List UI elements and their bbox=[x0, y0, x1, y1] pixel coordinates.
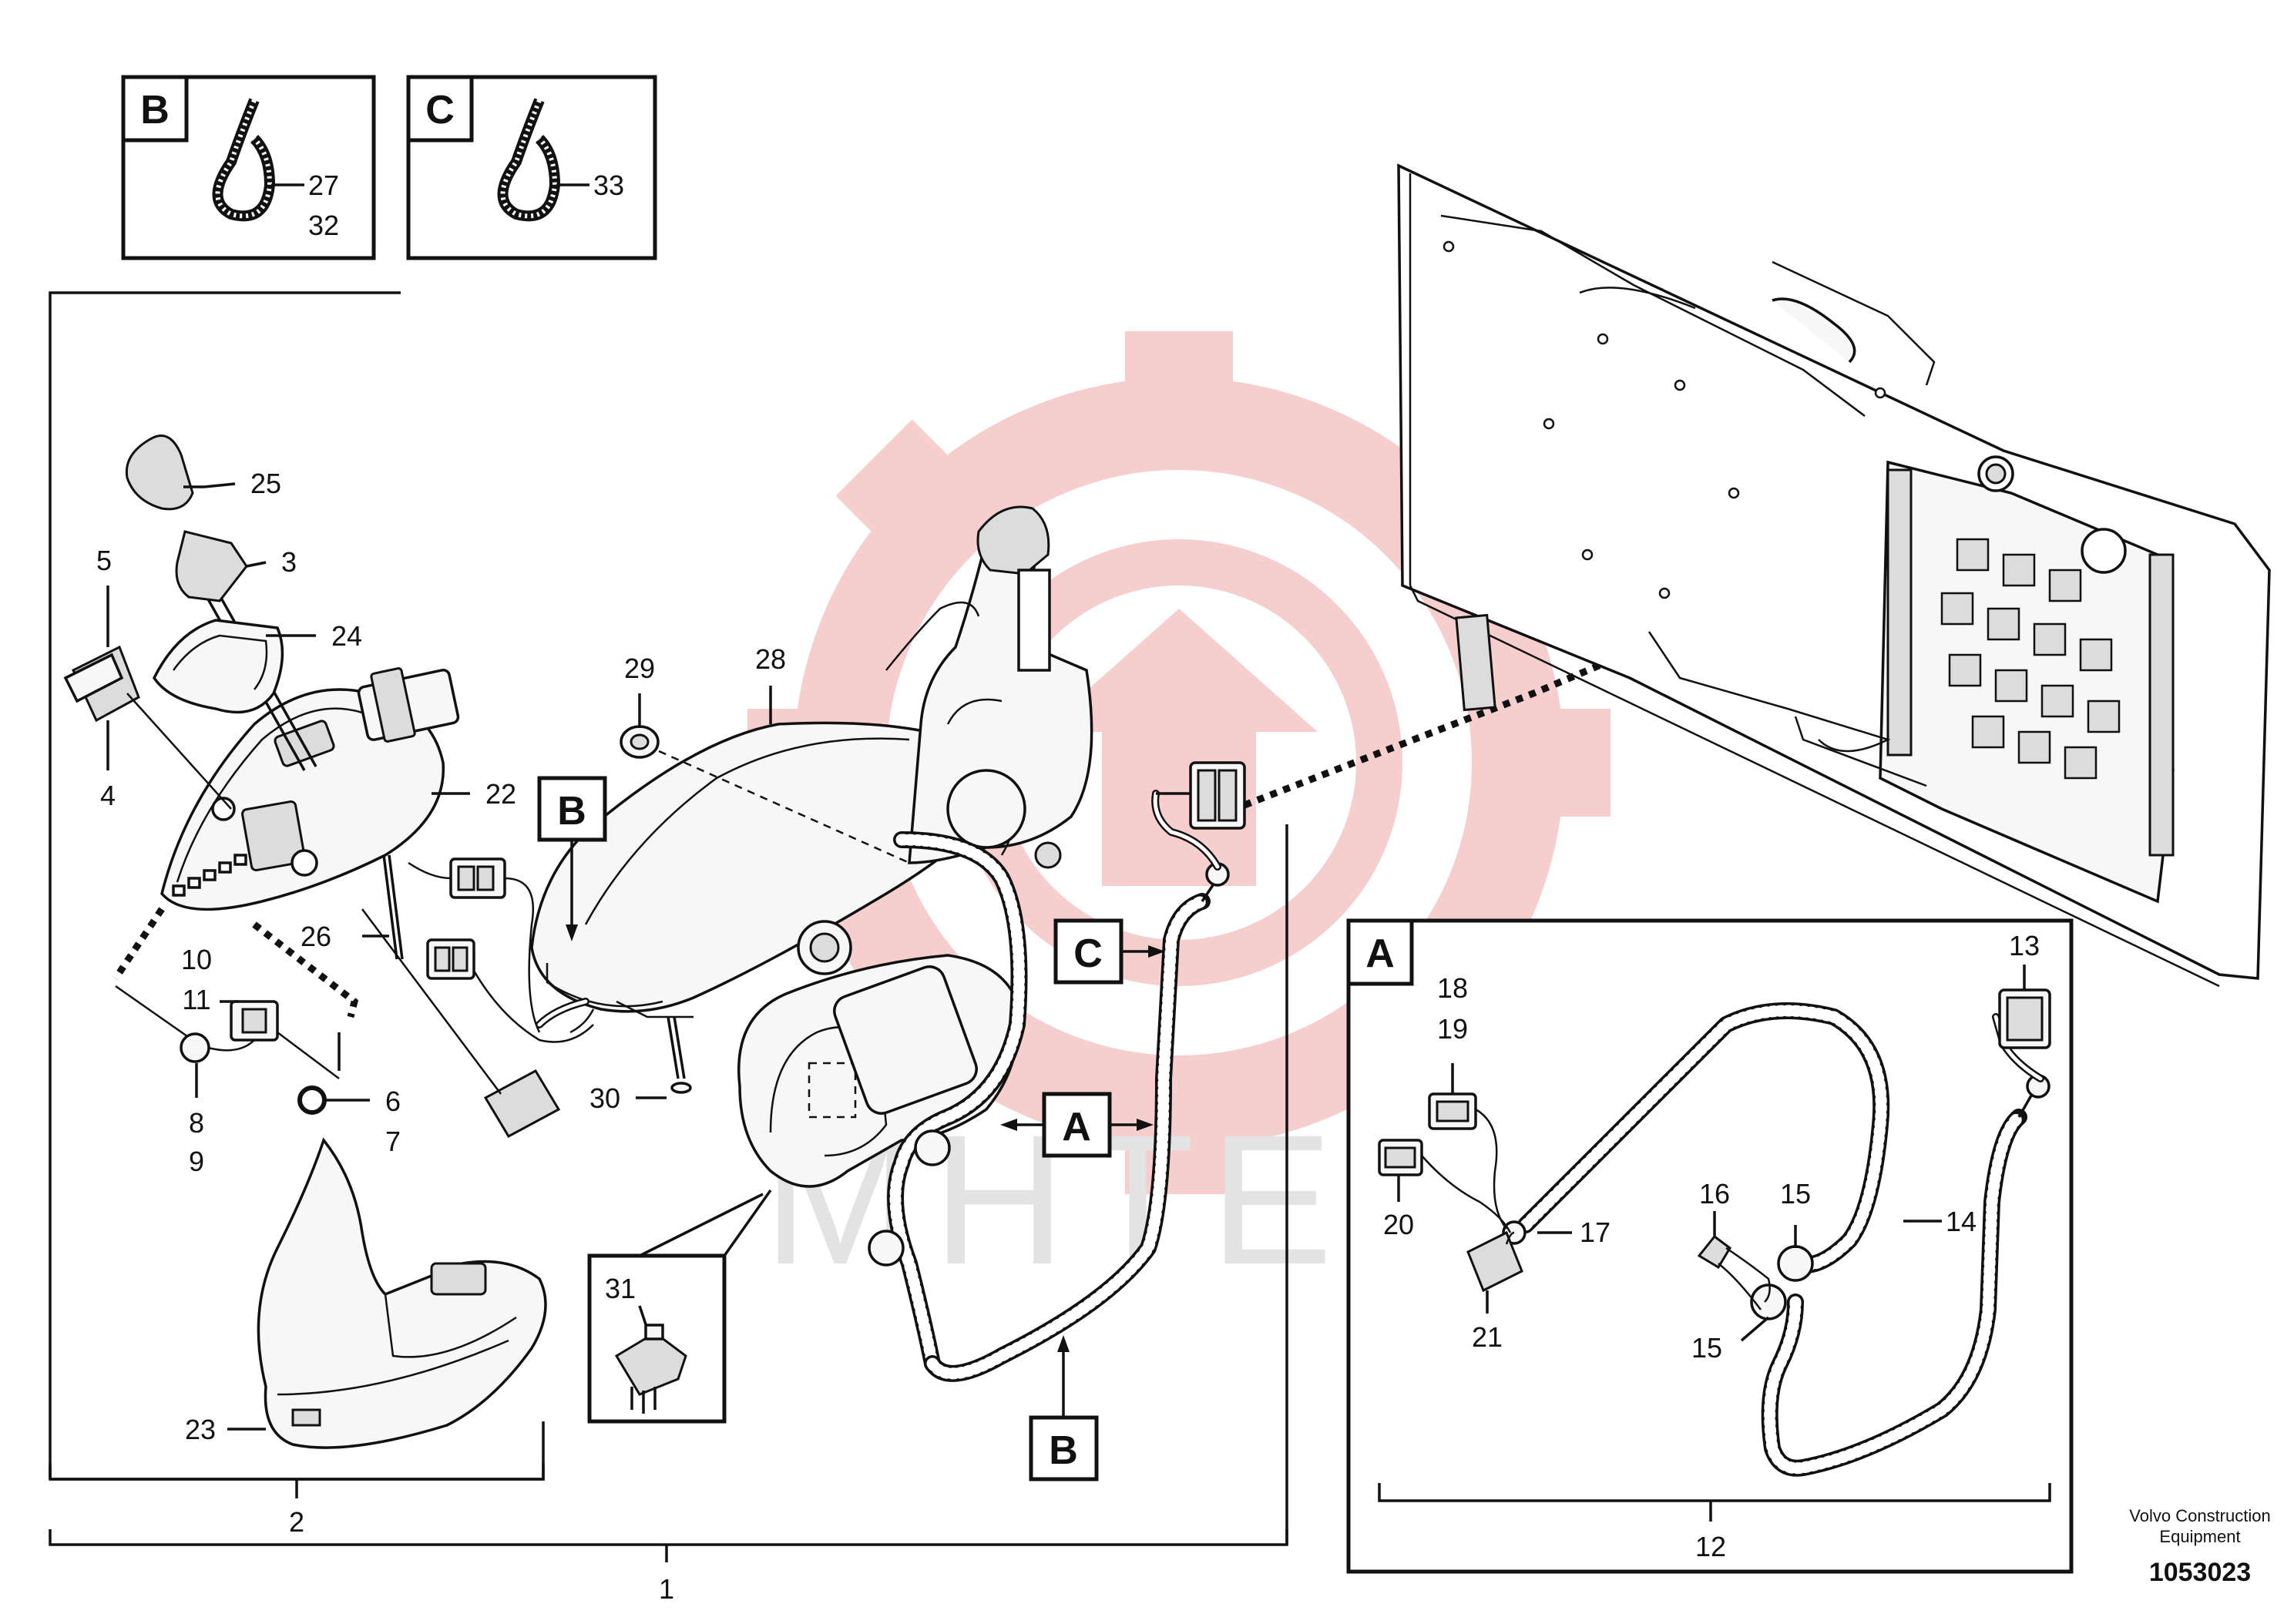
callout-20: 20 bbox=[1383, 1209, 1414, 1240]
bracket-1: 1 bbox=[49, 824, 1288, 1605]
console-connectors bbox=[382, 854, 541, 1033]
connector-20 bbox=[1378, 1139, 1423, 1176]
console-cover bbox=[257, 1137, 547, 1449]
callout-9: 9 bbox=[189, 1146, 204, 1177]
callout-24: 24 bbox=[331, 620, 362, 652]
harness-connector bbox=[1156, 761, 1246, 830]
bushing bbox=[620, 725, 660, 759]
callout-21: 21 bbox=[1472, 1321, 1503, 1353]
callout-15-upper: 15 bbox=[1780, 1178, 1811, 1210]
detail-sensor-31: 31 bbox=[587, 1189, 772, 1424]
label-tag-21 bbox=[1466, 1230, 1523, 1293]
svg-text:A: A bbox=[1062, 1105, 1091, 1149]
cable-tie-icon bbox=[212, 98, 276, 222]
callout-8: 8 bbox=[189, 1107, 204, 1139]
gear-lever bbox=[125, 435, 317, 771]
callout-19: 19 bbox=[1437, 1013, 1468, 1045]
joystick-base bbox=[737, 769, 1062, 1188]
callout-6: 6 bbox=[385, 1085, 401, 1117]
o-ring bbox=[297, 1032, 341, 1115]
console-button-row bbox=[172, 854, 247, 897]
detail-box-letter: B bbox=[140, 88, 170, 133]
rocker-switch bbox=[63, 645, 140, 723]
callout-4: 4 bbox=[100, 780, 116, 811]
cable-tie-icon bbox=[497, 98, 561, 222]
callout-18: 18 bbox=[1437, 972, 1468, 1004]
main-conduit bbox=[868, 790, 1230, 1382]
drawing-number: 1053023 bbox=[2149, 1558, 2251, 1587]
screw bbox=[667, 1016, 692, 1094]
callout-28: 28 bbox=[755, 643, 786, 675]
detail-box-a: A 13 14 17 18 19 bbox=[1346, 918, 2074, 1574]
footer: Volvo Construction Equipment 1053023 bbox=[2129, 1506, 2270, 1587]
ref-label-b-bottom: B bbox=[1029, 1335, 1099, 1481]
callout-3: 3 bbox=[281, 546, 297, 578]
callout-23: 23 bbox=[185, 1414, 216, 1445]
svg-text:C: C bbox=[1073, 931, 1103, 976]
callout-15-lower: 15 bbox=[1691, 1332, 1722, 1364]
electrical-panel bbox=[1397, 163, 2271, 988]
detail-box-letter: C bbox=[425, 88, 455, 133]
connector-13 bbox=[1998, 988, 2051, 1049]
ref-label-b-seat: B bbox=[537, 776, 607, 941]
svg-text:B: B bbox=[1049, 1428, 1078, 1473]
detail-box-b: B 27 32 bbox=[121, 75, 376, 260]
lever-handle bbox=[175, 530, 248, 602]
callout-27: 27 bbox=[308, 169, 339, 201]
callout-12: 12 bbox=[1695, 1531, 1726, 1562]
svg-text:A: A bbox=[1365, 931, 1395, 976]
company-name-line2: Equipment bbox=[2159, 1527, 2240, 1546]
callout-14: 14 bbox=[1946, 1206, 1977, 1237]
callout-22: 22 bbox=[485, 778, 516, 810]
callout-7: 7 bbox=[385, 1126, 401, 1157]
control-console bbox=[160, 667, 460, 911]
ref-label-c: C bbox=[1053, 918, 1165, 985]
callout-25: 25 bbox=[250, 468, 281, 499]
cable-label-tag bbox=[361, 908, 594, 1138]
detail-box-c: C 33 bbox=[406, 75, 657, 260]
callout-17: 17 bbox=[1580, 1216, 1611, 1248]
bracket-2: 2 bbox=[49, 1464, 545, 1538]
callout-2: 2 bbox=[289, 1506, 304, 1538]
company-name-line1: Volvo Construction bbox=[2129, 1506, 2270, 1525]
callout-13: 13 bbox=[2009, 930, 2040, 961]
connector-18 bbox=[1428, 1092, 1477, 1130]
joystick bbox=[885, 505, 1093, 864]
callout-31: 31 bbox=[605, 1273, 636, 1304]
callout-26: 26 bbox=[301, 921, 331, 952]
callout-16: 16 bbox=[1699, 1178, 1730, 1210]
callout-10: 10 bbox=[181, 944, 212, 975]
callout-29: 29 bbox=[624, 653, 655, 684]
lever-knob bbox=[125, 435, 194, 511]
lever-boot bbox=[152, 619, 284, 714]
switch-with-cable bbox=[180, 1000, 340, 1080]
clip-16 bbox=[1697, 1234, 1771, 1310]
relay-board bbox=[1879, 455, 2175, 904]
pressure-switch-icon bbox=[614, 1324, 687, 1414]
callout-11: 11 bbox=[182, 984, 210, 1015]
callout-32: 32 bbox=[308, 210, 339, 241]
callout-30: 30 bbox=[589, 1082, 620, 1114]
callout-33: 33 bbox=[593, 169, 624, 201]
ref-label-a: A bbox=[1000, 1092, 1154, 1158]
callout-1: 1 bbox=[659, 1573, 674, 1605]
svg-text:B: B bbox=[557, 789, 586, 834]
callout-5: 5 bbox=[96, 545, 112, 576]
joystick-knob bbox=[976, 505, 1050, 575]
